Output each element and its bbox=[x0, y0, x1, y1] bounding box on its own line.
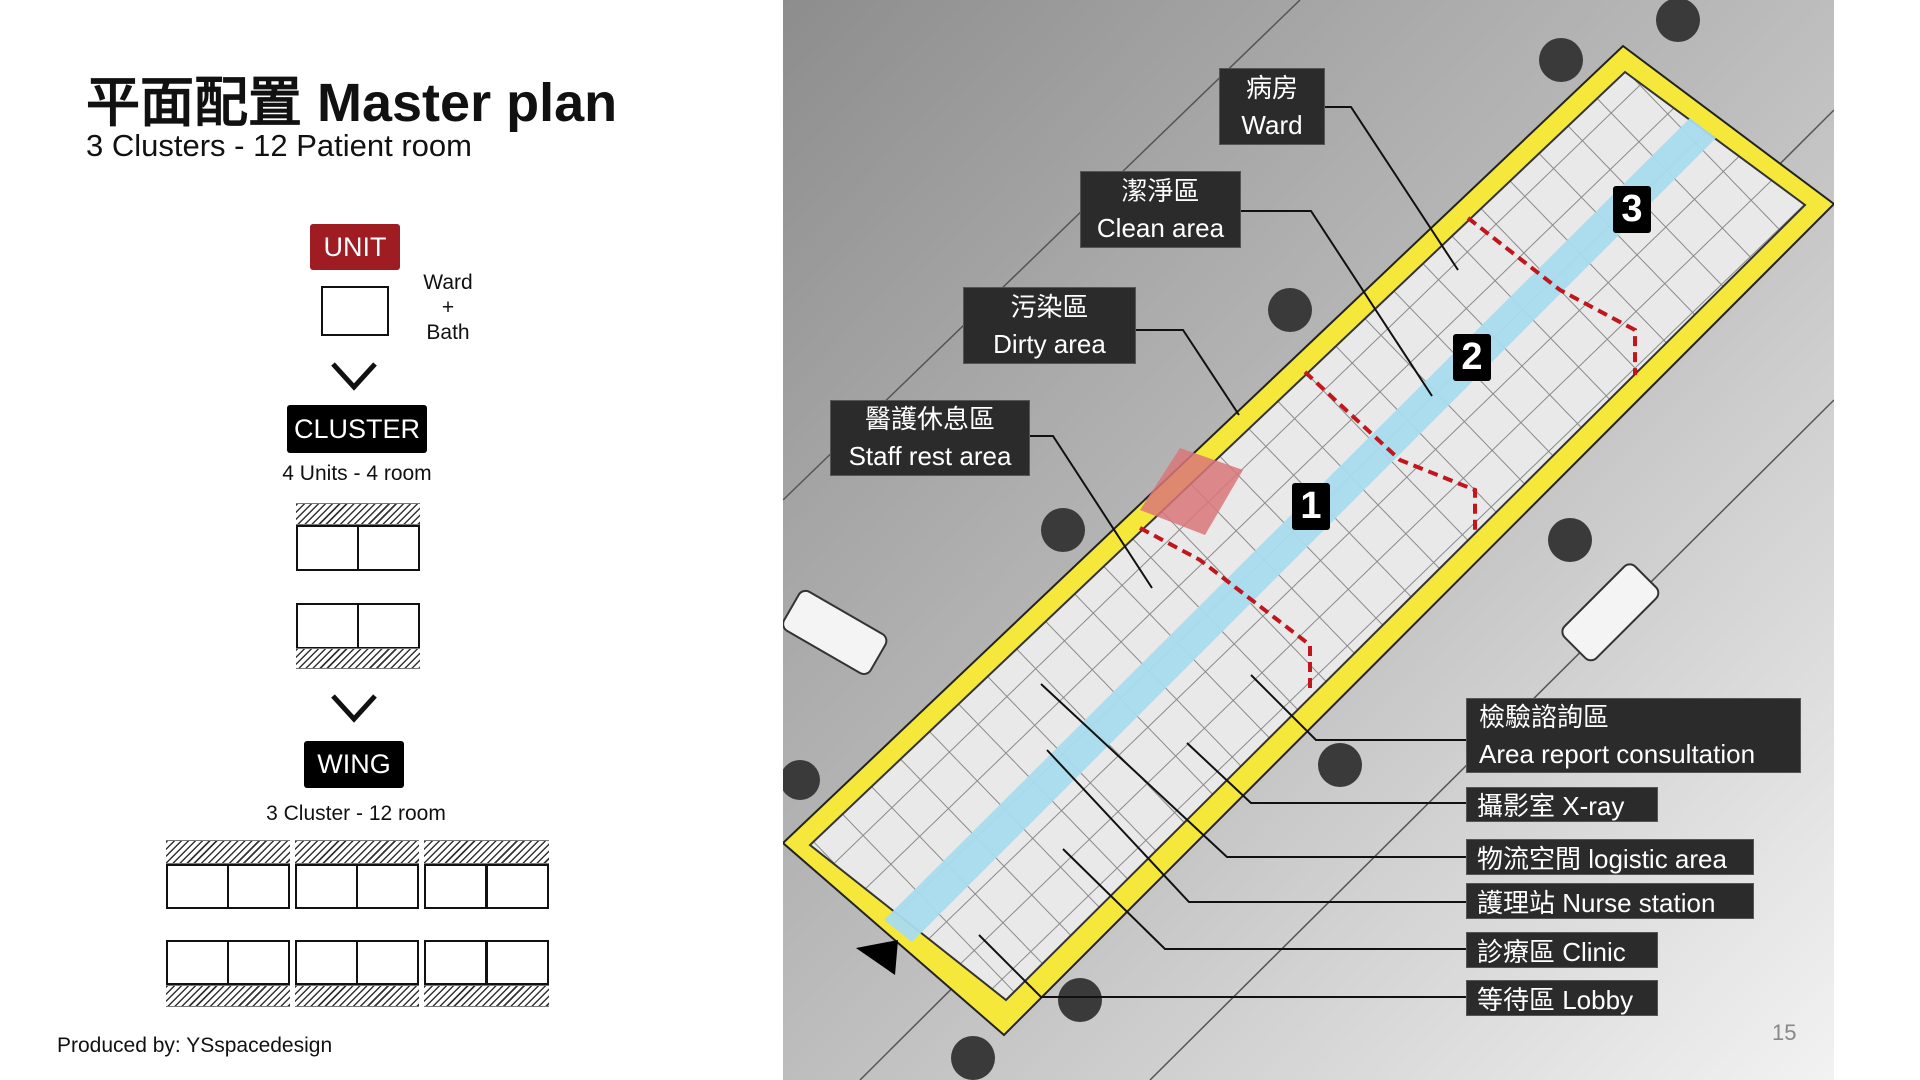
wing-hatch bbox=[295, 985, 419, 1007]
label-consult-en: Area report consultation bbox=[1479, 738, 1756, 769]
label-lobby: 等待區 Lobby bbox=[1466, 980, 1658, 1016]
wing-rooms bbox=[295, 864, 419, 909]
unit-desc-ward: Ward bbox=[423, 271, 473, 294]
label-ward: 病房 Ward bbox=[1219, 68, 1325, 145]
page-subtitle: 3 Clusters - 12 Patient room bbox=[86, 128, 472, 163]
unit-desc-plus: + bbox=[441, 296, 455, 319]
label-dirty-area: 污染區 Dirty area bbox=[963, 287, 1136, 364]
wing-rooms bbox=[166, 940, 290, 985]
label-consult-zh: 檢驗諮詢區 bbox=[1479, 701, 1610, 732]
label-clean-zh: 潔淨區 bbox=[1121, 175, 1200, 206]
cluster-hatch-bottom bbox=[296, 648, 420, 669]
chevron-down-icon bbox=[331, 694, 377, 723]
leader-lines bbox=[978, 106, 1466, 998]
unit-description: Ward + Bath bbox=[418, 270, 478, 345]
label-clean-area: 潔淨區 Clean area bbox=[1080, 171, 1241, 248]
label-clean-en: Clean area bbox=[1096, 212, 1225, 243]
cluster-rooms-top bbox=[296, 525, 420, 571]
corridor-blue bbox=[884, 118, 1716, 942]
chevron-down-icon bbox=[331, 362, 377, 391]
entrance-arrow-icon bbox=[856, 940, 898, 975]
label-dirty-zh: 污染區 bbox=[1010, 291, 1089, 322]
unit-tag: UNIT bbox=[310, 224, 400, 270]
wing-hatch bbox=[166, 985, 290, 1007]
label-nurse-station: 護理站 Nurse station bbox=[1466, 883, 1754, 919]
wing-hatch bbox=[424, 840, 549, 864]
zone-badge-2: 2 bbox=[1453, 334, 1491, 381]
wing-tag: WING bbox=[304, 741, 404, 788]
unit-diagram bbox=[321, 286, 389, 336]
cluster-rooms-bottom bbox=[296, 603, 420, 649]
page-title: 平面配置 Master plan bbox=[86, 73, 618, 133]
wing-hatch bbox=[424, 985, 549, 1007]
label-dirty-en: Dirty area bbox=[993, 328, 1106, 359]
cluster-hatch-top bbox=[296, 503, 420, 525]
unit-desc-bath: Bath bbox=[426, 321, 470, 344]
label-ward-en: Ward bbox=[1241, 109, 1303, 140]
cluster-caption: 4 Units - 4 room bbox=[282, 462, 432, 485]
label-staff-en: Staff rest area bbox=[848, 441, 1012, 471]
wing-rooms bbox=[424, 864, 549, 909]
wing-caption: 3 Cluster - 12 room bbox=[266, 802, 446, 825]
label-area-report-consultation: 檢驗諮詢區 Area report consultation bbox=[1466, 698, 1801, 773]
staff-rest-area bbox=[1140, 448, 1243, 535]
ambulances bbox=[783, 563, 1660, 675]
label-ward-zh: 病房 bbox=[1245, 72, 1298, 103]
label-logistic-area: 物流空間 logistic area bbox=[1466, 839, 1754, 875]
credit-text: Produced by: YSspacedesign bbox=[57, 1034, 333, 1057]
zone-badge-3: 3 bbox=[1613, 186, 1651, 233]
wing-rooms bbox=[166, 864, 290, 909]
cluster-tag: CLUSTER bbox=[287, 405, 427, 453]
zone-badge-1: 1 bbox=[1292, 483, 1330, 530]
trees bbox=[783, 0, 1700, 1080]
label-clinic: 診療區 Clinic bbox=[1466, 932, 1658, 968]
cluster-dividers bbox=[1139, 216, 1637, 690]
wing-hatch bbox=[295, 840, 419, 864]
label-xray: 攝影室 X-ray bbox=[1466, 787, 1658, 822]
label-staff-zh: 醫護休息區 bbox=[864, 404, 995, 434]
label-staff-rest-area: 醫護休息區 Staff rest area bbox=[830, 400, 1030, 476]
page-number: 15 bbox=[1772, 1020, 1797, 1045]
wing-hatch bbox=[166, 840, 290, 864]
wing-rooms bbox=[424, 940, 549, 985]
wing-rooms bbox=[295, 940, 419, 985]
